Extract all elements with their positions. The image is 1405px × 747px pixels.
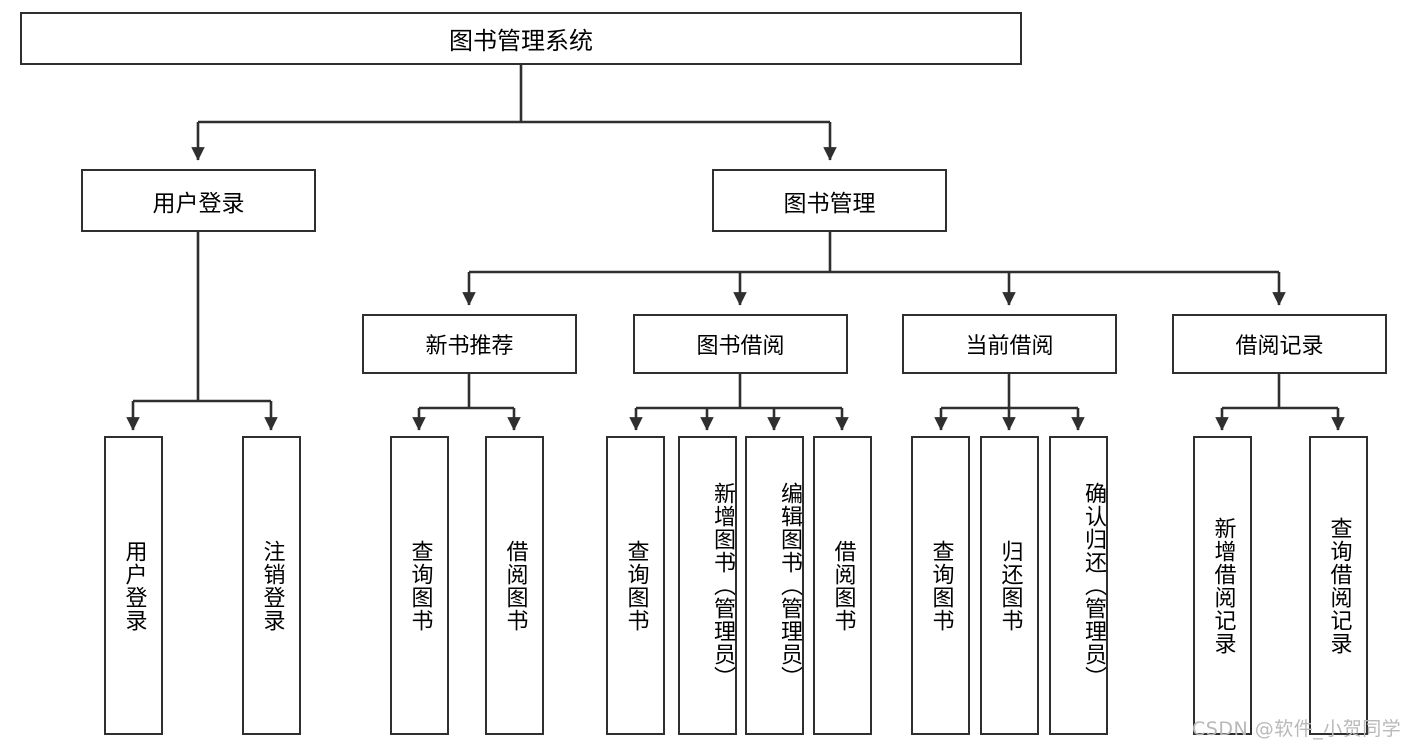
node-leaf-query-book-1[interactable]: 查询图书 — [390, 436, 449, 735]
node-leaf-query-record-label: 查询借阅记录 — [1326, 516, 1352, 655]
node-leaf-query-book-3-label: 查询图书 — [928, 539, 954, 632]
node-leaf-edit-book-label: 编辑图书（管理员） — [777, 482, 802, 689]
node-leaf-add-record[interactable]: 新增借阅记录 — [1193, 436, 1252, 735]
node-leaf-add-book-label: 新增图书（管理员） — [710, 482, 735, 689]
node-current-borrow-label: 当前借阅 — [965, 334, 1054, 359]
node-user-login[interactable]: 用户登录 — [81, 169, 316, 232]
node-leaf-user-login-label: 用户登录 — [121, 539, 147, 632]
node-leaf-borrow-book-1[interactable]: 借阅图书 — [485, 436, 544, 735]
watermark: CSDN @软件_小贺同学 — [1192, 718, 1402, 740]
node-new-book-recommend-label: 新书推荐 — [425, 334, 514, 359]
node-leaf-query-book-2[interactable]: 查询图书 — [606, 436, 665, 735]
node-leaf-add-record-label: 新增借阅记录 — [1210, 516, 1236, 655]
node-borrow-record-label: 借阅记录 — [1235, 334, 1324, 359]
node-leaf-borrow-book-2[interactable]: 借阅图书 — [813, 436, 872, 735]
node-leaf-query-record[interactable]: 查询借阅记录 — [1309, 436, 1368, 735]
node-current-borrow[interactable]: 当前借阅 — [902, 314, 1117, 374]
node-root[interactable]: 图书管理系统 — [20, 12, 1022, 65]
node-root-label: 图书管理系统 — [449, 27, 593, 55]
node-leaf-query-book-1-label: 查询图书 — [407, 539, 433, 632]
node-book-manage[interactable]: 图书管理 — [712, 169, 947, 232]
node-leaf-return-book-label: 归还图书 — [997, 539, 1023, 632]
node-leaf-add-book[interactable]: 新增图书（管理员） — [678, 436, 737, 735]
node-leaf-borrow-book-1-label: 借阅图书 — [502, 539, 528, 632]
node-leaf-user-login[interactable]: 用户登录 — [104, 436, 163, 735]
node-book-borrow-label: 图书借阅 — [696, 334, 785, 359]
node-book-manage-label: 图书管理 — [783, 190, 876, 217]
node-leaf-edit-book[interactable]: 编辑图书（管理员） — [745, 436, 804, 735]
node-borrow-record[interactable]: 借阅记录 — [1172, 314, 1387, 374]
node-leaf-logout-label: 注销登录 — [259, 539, 285, 632]
node-leaf-return-book[interactable]: 归还图书 — [980, 436, 1039, 735]
node-new-book-recommend[interactable]: 新书推荐 — [362, 314, 577, 374]
node-leaf-borrow-book-2-label: 借阅图书 — [830, 539, 856, 632]
node-leaf-query-book-3[interactable]: 查询图书 — [911, 436, 970, 735]
node-leaf-query-book-2-label: 查询图书 — [623, 539, 649, 632]
node-user-login-label: 用户登录 — [152, 190, 245, 217]
node-book-borrow[interactable]: 图书借阅 — [633, 314, 848, 374]
node-leaf-confirm-return[interactable]: 确认归还（管理员） — [1049, 436, 1108, 735]
node-leaf-logout[interactable]: 注销登录 — [242, 436, 301, 735]
node-leaf-confirm-return-label: 确认归还（管理员） — [1081, 482, 1106, 689]
